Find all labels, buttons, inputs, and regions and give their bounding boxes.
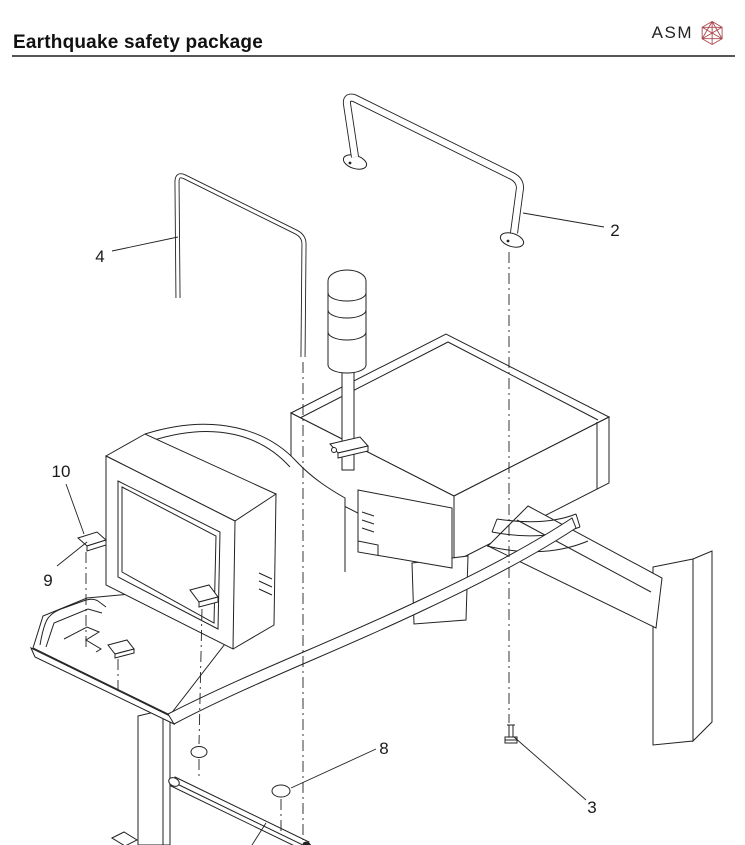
callout-10: 10: [52, 462, 71, 481]
table-front-edge: [31, 518, 576, 724]
callout-3: 3: [587, 798, 596, 817]
callout-9: 9: [43, 571, 52, 590]
bracket-2: [342, 98, 526, 250]
grommet-left: [191, 747, 207, 758]
hardware: [167, 725, 517, 845]
callout-4: 4: [95, 247, 104, 266]
callouts: 4 2 10 9 8 3: [43, 213, 620, 845]
centerlines: [86, 252, 509, 840]
bolt-3: [505, 725, 517, 743]
frame-right-leg: [653, 551, 712, 745]
brand-name: ASM: [651, 23, 693, 42]
brand: ASM: [652, 18, 727, 48]
frame-front-left-leg: [112, 710, 170, 845]
page-header: Earthquake safety package ASM: [0, 0, 745, 62]
page-title: Earthquake safety package: [13, 32, 264, 53]
support-rod: [167, 776, 312, 845]
callout-8: 8: [379, 739, 388, 758]
header-rule: [12, 55, 735, 57]
callout-2: 2: [610, 221, 619, 240]
asm-logo-icon: [701, 21, 723, 45]
bracket-4: [177, 176, 304, 357]
stack-light: [328, 270, 368, 470]
grommet-8: [272, 785, 290, 797]
frame-right-rail: [487, 506, 662, 628]
mounting-plates: [78, 532, 218, 658]
